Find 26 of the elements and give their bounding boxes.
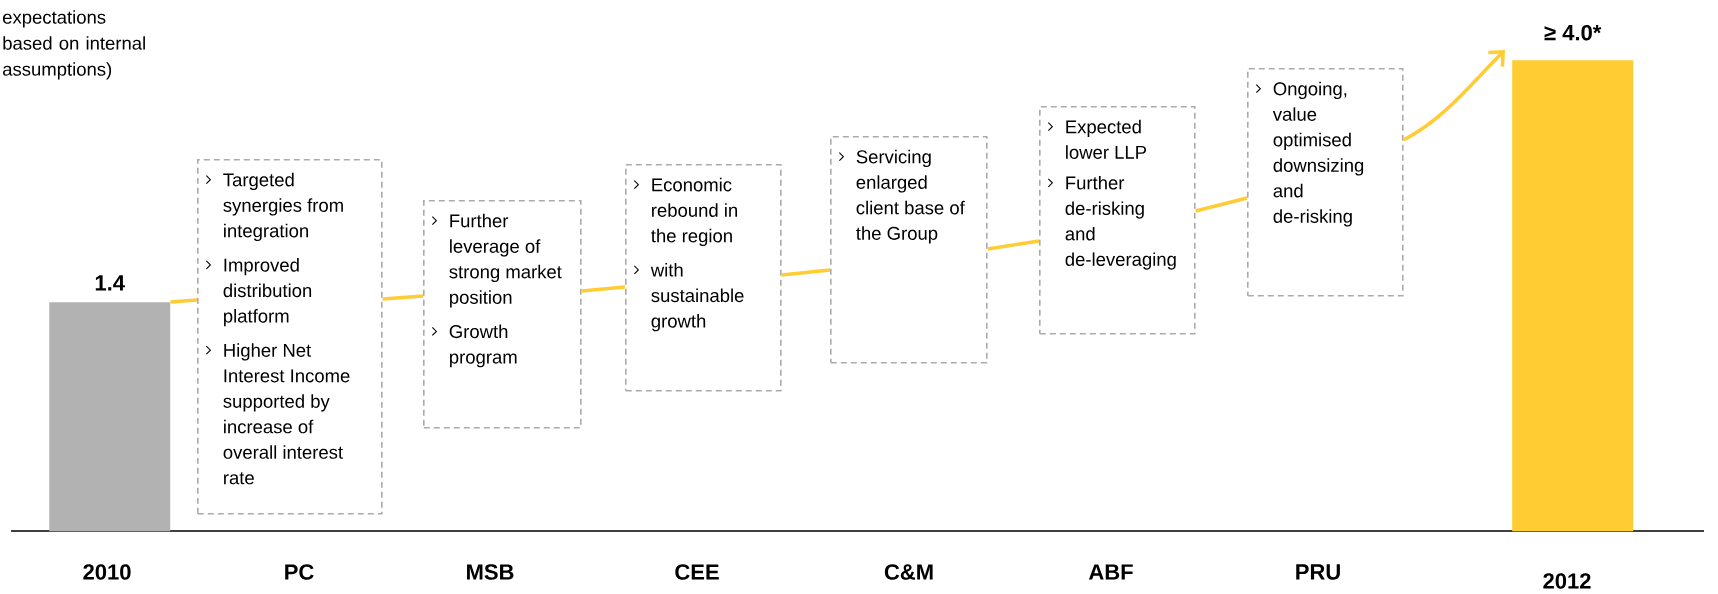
bar: ≥ 4.0* [1512,24,1634,532]
connector-line [1195,196,1248,213]
category-label: MSB [467,564,514,580]
dashed-box: Economic rebound in the region with sustainable growth [625,164,782,392]
connector-line [382,294,424,301]
node-label: 1.4 [95,275,125,291]
connector-line [987,239,1040,251]
dashed-box: Targeted synergies from integration Improved distribution platform Higher Net Interest Income supported by increase of overall interest rate [197,159,383,515]
dashed-box: Expected lower LLP Further de-risking and de-leveraging [1039,106,1196,335]
node-label: ≥ 4.0* [1544,24,1602,41]
dashed-box: Ongoing, value optimised downsizing and de-risking [1247,68,1404,297]
dashed-box: Further leverage of strong market position Growth program [423,200,582,429]
connector-line [170,298,198,304]
category-label: C&M [884,564,933,580]
note-text: expectations based on internal assumptions) [3,10,145,80]
connector-line [581,285,626,293]
category-label: PRU [1296,564,1340,580]
bar: 1.4 [49,275,171,532]
category-label: 2010 [83,564,131,580]
category-label: ABF [1088,564,1133,580]
category-label: 2012 [1543,573,1591,589]
connector-line [1402,50,1505,142]
connector-line [781,268,831,277]
category-label: PC [285,564,314,580]
category-label: CEE [675,564,719,580]
dashed-box: Servicing enlarged client base of the Group [830,136,988,364]
